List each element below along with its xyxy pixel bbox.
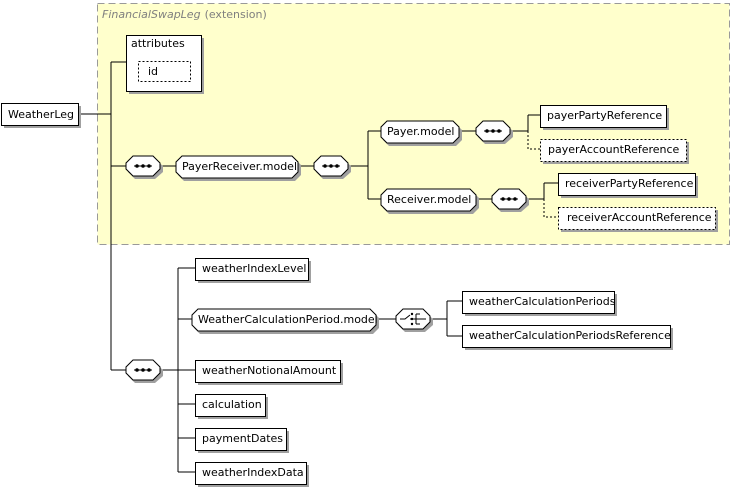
root-label: WeatherLeg: [8, 108, 74, 121]
group-payerreceiver-model[interactable]: PayerReceiver.model: [175, 155, 301, 181]
weathercalculationperiodsreference-label: weatherCalculationPeriodsReference: [469, 329, 671, 342]
weatherindexdata-label: weatherIndexData: [202, 466, 304, 479]
payerreceiver-label: PayerReceiver.model: [182, 160, 297, 173]
element-weathercalculationperiodsreference[interactable]: weatherCalculationPeriodsReference: [462, 325, 674, 351]
element-weatherindexdata[interactable]: weatherIndexData: [195, 462, 310, 488]
element-payerpartyreference[interactable]: payerPartyReference: [540, 105, 670, 131]
weatherindexlevel-label: weatherIndexLevel: [202, 262, 306, 275]
wire-payer-party: [512, 114, 540, 132]
extension-suffix: (extension): [205, 8, 267, 21]
element-paymentdates[interactable]: paymentDates: [195, 428, 290, 454]
element-weatherindexlevel[interactable]: weatherIndexLevel: [195, 258, 312, 284]
wire-receiver-account: [543, 199, 558, 218]
connectors: [78, 61, 558, 473]
attribute-id[interactable]: id: [138, 61, 191, 82]
wire-seq3-children: [178, 267, 195, 473]
calculation-label: calculation: [202, 398, 262, 411]
sequence-compositor-icon[interactable]: [491, 188, 529, 212]
attributes-group[interactable]: attributes id: [126, 35, 205, 95]
wire-payer-account: [527, 131, 540, 150]
wire-seq2-branches: [350, 130, 381, 200]
extension-base-type: FinancialSwapLeg: [102, 8, 201, 21]
wire-receiver-party: [528, 182, 558, 200]
weathercalculationperiod-label: WeatherCalculationPeriod.model: [198, 313, 378, 326]
element-weatherleg[interactable]: WeatherLeg: [1, 103, 82, 129]
sequence-compositor-icon[interactable]: [125, 359, 163, 383]
group-receiver-model[interactable]: Receiver.model: [380, 188, 479, 214]
payer-model-label: Payer.model: [387, 125, 454, 138]
attributes-label: attributes: [131, 37, 185, 50]
payeraccountreference-label: payerAccountReference: [548, 143, 680, 156]
group-weathercalculationperiod-model[interactable]: WeatherCalculationPeriod.model: [191, 308, 379, 334]
choice-compositor-icon[interactable]: [395, 308, 433, 332]
receiver-model-label: Receiver.model: [387, 193, 471, 206]
element-weathernotionalamount[interactable]: weatherNotionalAmount: [195, 360, 344, 386]
weathernotionalamount-label: weatherNotionalAmount: [202, 364, 337, 377]
paymentdates-label: paymentDates: [202, 432, 283, 445]
payerpartyreference-label: payerPartyReference: [547, 109, 662, 122]
wire-choice-branches: [431, 300, 462, 337]
element-payeraccountreference[interactable]: payerAccountReference: [540, 139, 690, 165]
receiveraccountreference-label: receiverAccountReference: [567, 211, 712, 224]
attribute-id-label: id: [148, 65, 158, 78]
element-receiveraccountreference[interactable]: receiverAccountReference: [558, 207, 719, 233]
sequence-compositor-icon[interactable]: [313, 155, 351, 179]
extension-title: FinancialSwapLeg (extension): [102, 8, 267, 21]
weathercalculationperiods-label: weatherCalculationPeriods: [469, 295, 616, 308]
element-receiverpartyreference[interactable]: receiverPartyReference: [558, 173, 699, 199]
group-payer-model[interactable]: Payer.model: [380, 120, 462, 146]
sequence-compositor-icon[interactable]: [125, 155, 163, 179]
element-weathercalculationperiods[interactable]: weatherCalculationPeriods: [462, 291, 618, 317]
sequence-compositor-icon[interactable]: [475, 120, 513, 144]
receiverpartyreference-label: receiverPartyReference: [565, 177, 694, 190]
element-calculation[interactable]: calculation: [195, 394, 269, 420]
